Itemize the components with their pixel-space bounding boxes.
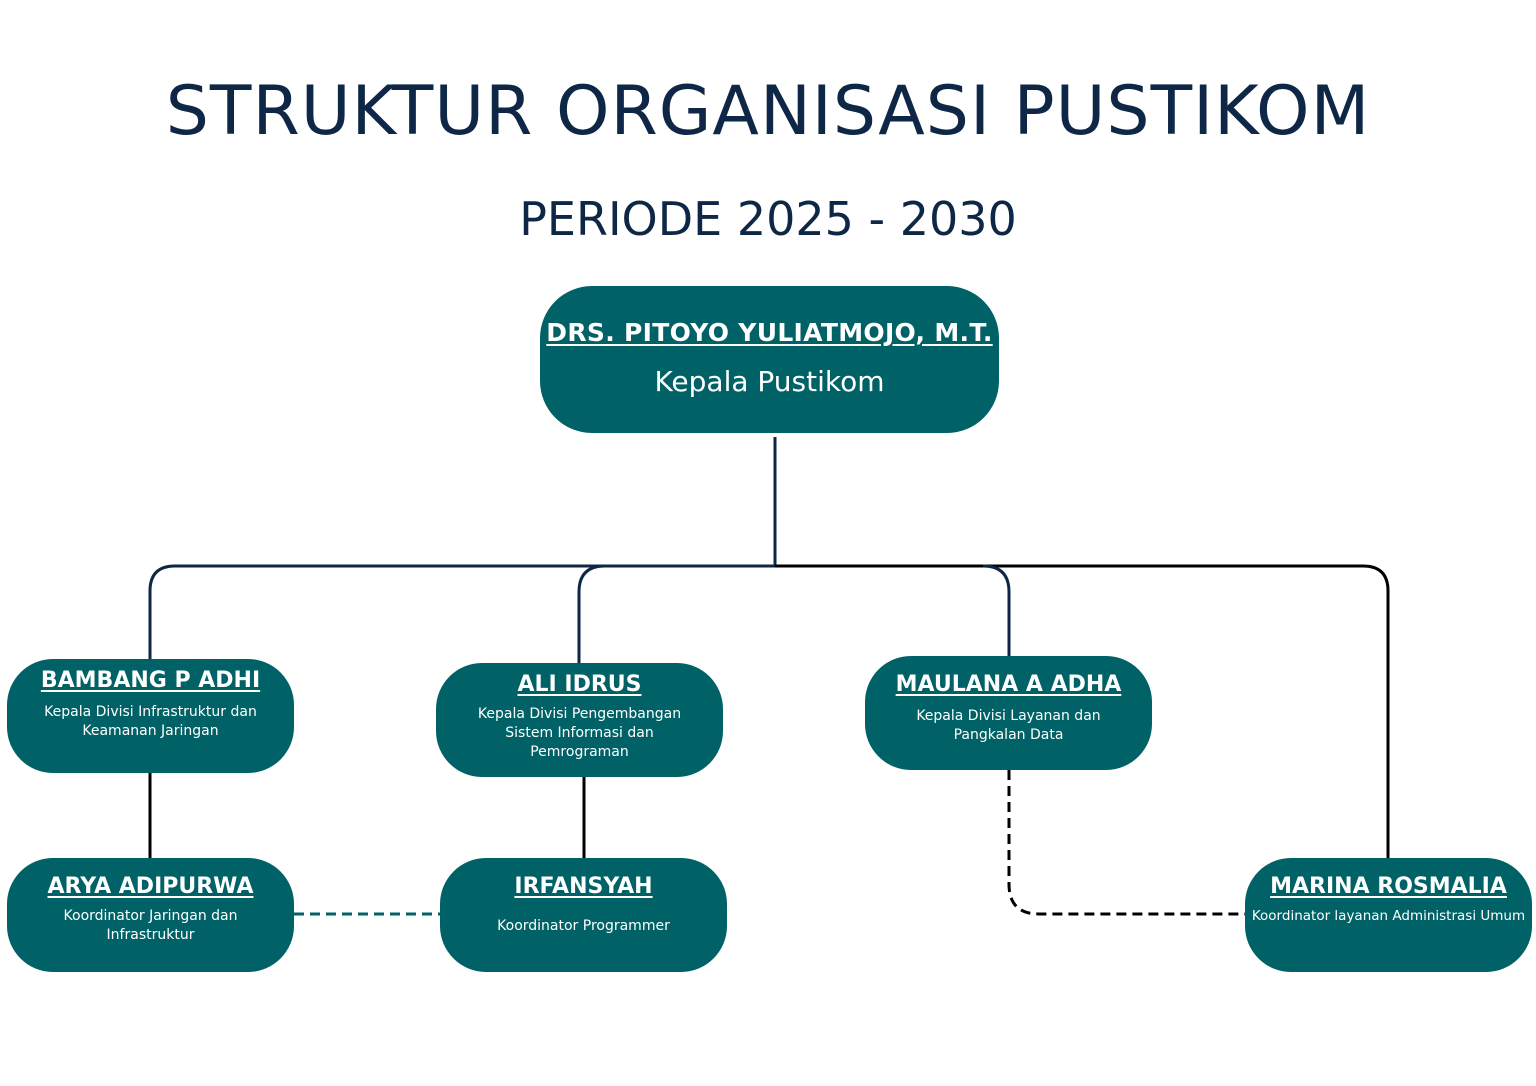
node-jaringan-role: Koordinator Jaringan dan Infrastruktur [63, 908, 238, 943]
connector-to-infrastruktur [148, 564, 176, 662]
node-jaringan-name: ARYA ADIPURWA [47, 874, 254, 899]
chart-subtitle: PERIODE 2025 - 2030 [519, 192, 1017, 246]
connector-dashed-layanan-administrasi [1007, 770, 1247, 916]
node-programmer[interactable]: IRFANSYAH Koordinator Programmer [440, 858, 727, 972]
connector-to-administrasi [1362, 564, 1390, 860]
node-pengembangan-name: ALI IDRUS [517, 672, 642, 697]
node-infrastruktur-role: Kepala Divisi Infrastruktur dan Keamanan… [44, 704, 257, 739]
node-jaringan[interactable]: ARYA ADIPURWA Koordinator Jaringan dan I… [7, 858, 294, 972]
node-programmer-role: Koordinator Programmer [497, 918, 670, 934]
node-programmer-name: IRFANSYAH [514, 874, 653, 899]
chart-title: STRUKTUR ORGANISASI PUSTIKOM [165, 72, 1371, 151]
node-administrasi-name: MARINA ROSMALIA [1270, 874, 1507, 899]
node-layanan-role: Kepala Divisi Layanan dan Pangkalan Data [916, 708, 1101, 743]
node-pengembangan-role: Kepala Divisi Pengembangan Sistem Inform… [477, 706, 682, 760]
node-head-name: DRS. PITOYO YULIATMOJO, M.T. [546, 318, 993, 347]
node-administrasi-role: Koordinator layanan Administrasi Umum [1251, 908, 1526, 924]
node-head[interactable]: DRS. PITOYO YULIATMOJO, M.T. Kepala Pust… [540, 286, 999, 433]
connector-to-layanan [982, 564, 1011, 660]
node-infrastruktur-name: BAMBANG P ADHI [40, 668, 261, 693]
node-layanan[interactable]: MAULANA A ADHA Kepala Divisi Layanan dan… [865, 656, 1152, 770]
node-head-role: Kepala Pustikom [654, 365, 885, 398]
node-layanan-name: MAULANA A ADHA [895, 672, 1122, 697]
node-infrastruktur[interactable]: BAMBANG P ADHI Kepala Divisi Infrastrukt… [7, 659, 294, 773]
connector-to-pengembangan [577, 564, 606, 666]
node-pengembangan[interactable]: ALI IDRUS Kepala Divisi Pengembangan Sis… [436, 663, 723, 777]
node-administrasi[interactable]: MARINA ROSMALIA Koordinator layanan Admi… [1245, 858, 1532, 972]
